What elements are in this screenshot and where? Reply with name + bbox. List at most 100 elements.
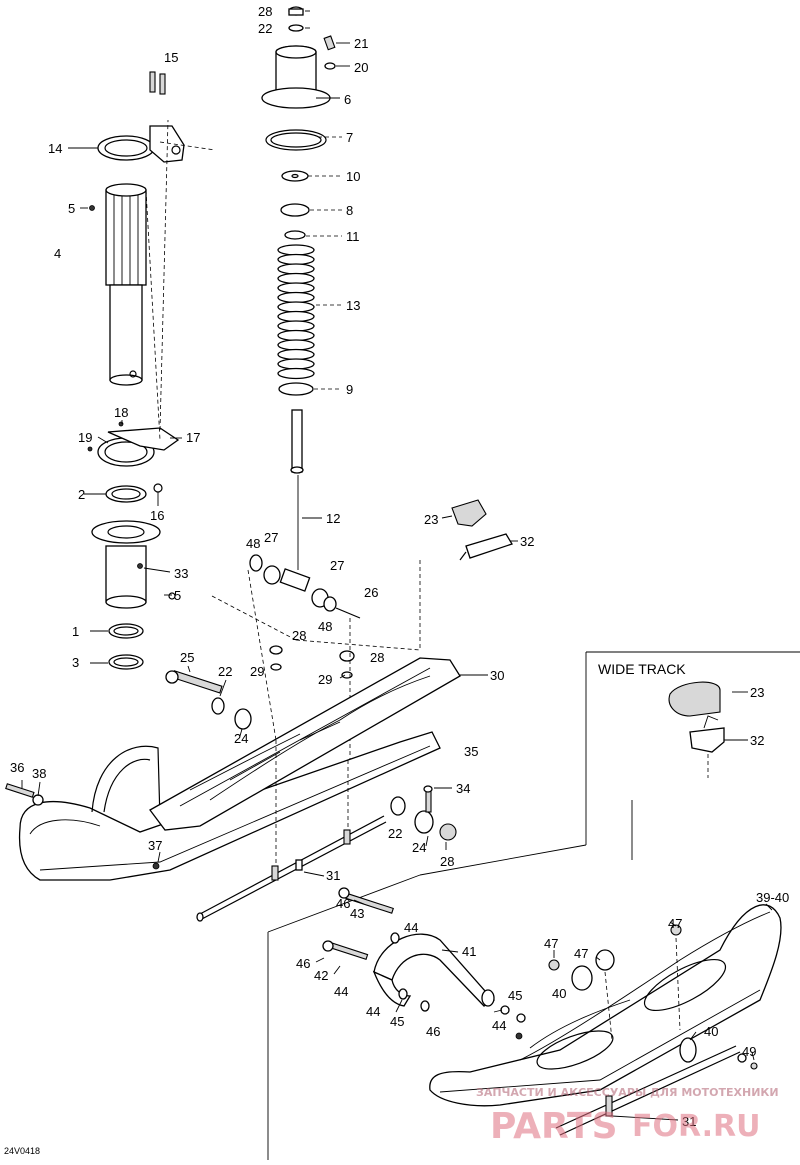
callout-c47b: 47 [544, 936, 558, 951]
callout-c10: 10 [346, 169, 360, 184]
ski-handle [322, 887, 526, 1040]
callout-c44c: 44 [366, 1004, 380, 1019]
callout-c30: 30 [490, 668, 504, 683]
spring-coil [277, 263, 315, 275]
callout-c19: 19 [78, 430, 92, 445]
callout-c16: 16 [150, 508, 164, 523]
spring-coil [277, 291, 315, 304]
callout-c40a: 40 [552, 986, 566, 1001]
callout-c41: 41 [462, 944, 476, 959]
callout-c46c: 46 [426, 1024, 440, 1039]
callout-c27a: 27 [264, 530, 278, 545]
callout-c23a: 23 [424, 512, 438, 527]
callout-c18: 18 [114, 405, 128, 420]
callout-c5b: 5 [174, 588, 181, 603]
wide-ski [429, 904, 782, 1136]
callout-c22b: 22 [218, 664, 232, 679]
callout-c48a: 48 [246, 536, 260, 551]
callout-c7: 7 [346, 130, 353, 145]
callout-c28a: 28 [258, 4, 272, 19]
callout-c44a: 44 [404, 920, 418, 935]
spring-coil [277, 358, 315, 370]
callout-c45a: 45 [508, 988, 522, 1003]
callout-c47a: 47 [668, 916, 682, 931]
callout-c46a: 46 [336, 896, 350, 911]
callout-c29b: 29 [318, 672, 332, 687]
main-ski [5, 657, 461, 922]
callout-c42: 42 [314, 968, 328, 983]
spindle-assembly [87, 71, 216, 670]
callout-c36: 36 [10, 760, 24, 775]
spring-coil [277, 348, 315, 361]
callout-c37: 37 [148, 838, 162, 853]
callout-c24a: 24 [234, 731, 248, 746]
callout-c48b: 48 [318, 619, 332, 634]
spring-coil [277, 244, 315, 256]
callout-c14: 14 [48, 141, 62, 156]
callout-c21: 21 [354, 36, 368, 51]
callout-c23b: 23 [750, 685, 764, 700]
callout-c4: 4 [54, 246, 61, 261]
callout-c40b: 40 [704, 1024, 718, 1039]
callout-c22a: 22 [258, 21, 272, 36]
section-label: WIDE TRACK [598, 661, 686, 677]
callout-c27b: 27 [330, 558, 344, 573]
callout-c46b: 46 [296, 956, 310, 971]
callout-c6: 6 [344, 92, 351, 107]
callout-c9: 9 [346, 382, 353, 397]
shock-stack [261, 6, 336, 570]
spring-coil [277, 301, 315, 313]
callout-c3: 3 [72, 655, 79, 670]
callout-c28b: 28 [292, 628, 306, 643]
callout-c28c: 28 [370, 650, 384, 665]
spring-coil [277, 272, 315, 285]
watermark-tagline: ЗАПЧАСТИ И АКСЕССУАРЫ ДЛЯ МОТОТЕХНИКИ [476, 1086, 779, 1099]
callout-c13: 13 [346, 298, 360, 313]
callout-c45b: 45 [390, 1014, 404, 1029]
watermark-brand-left: PARTS [490, 1106, 618, 1147]
callout-c43: 43 [350, 906, 364, 921]
callout-c49: 49 [742, 1044, 756, 1059]
callout-c31b: 31 [682, 1114, 696, 1129]
callout-c2: 2 [78, 487, 85, 502]
spring-coil [277, 253, 315, 266]
wide-track-assembly [267, 651, 800, 1160]
callout-c26: 26 [364, 585, 378, 600]
callout-c47c: 47 [574, 946, 588, 961]
callout-c1: 1 [72, 624, 79, 639]
callout-c17: 17 [186, 430, 200, 445]
handle-parts [451, 499, 513, 561]
callout-c22c: 22 [388, 826, 402, 841]
callout-c5a: 5 [68, 201, 75, 216]
spring-coil [277, 310, 315, 323]
callout-c28d: 28 [440, 854, 454, 869]
callout-c32a: 32 [520, 534, 534, 549]
callout-c34: 34 [456, 781, 470, 796]
spring-coil [277, 320, 315, 332]
figure-code: 24V0418 [4, 1146, 40, 1156]
watermark-brand-right: FOR.RU [632, 1109, 761, 1144]
spring-coil [277, 329, 315, 342]
callout-c8: 8 [346, 203, 353, 218]
spring-coil [277, 282, 315, 294]
callout-c20: 20 [354, 60, 368, 75]
shock-mount-hardware [211, 554, 421, 760]
callout-c24b: 24 [412, 840, 426, 855]
callout-c15: 15 [164, 50, 178, 65]
callout-c39: 39-40 [756, 890, 789, 905]
callout-c38: 38 [32, 766, 46, 781]
callout-c44d: 44 [492, 1018, 506, 1033]
leader-lines [21, 10, 773, 1121]
callout-c25: 25 [180, 650, 194, 665]
callout-c33: 33 [174, 566, 188, 581]
callout-c29a: 29 [250, 664, 264, 679]
callout-c35: 35 [464, 744, 478, 759]
callout-c44b: 44 [334, 984, 348, 999]
spring-coil [277, 339, 315, 351]
callout-c12: 12 [326, 511, 340, 526]
watermark: ЗАПЧАСТИ И АКСЕССУАРЫ ДЛЯ МОТОТЕХНИКИ PA… [476, 1086, 779, 1147]
spring-coil [277, 367, 315, 380]
